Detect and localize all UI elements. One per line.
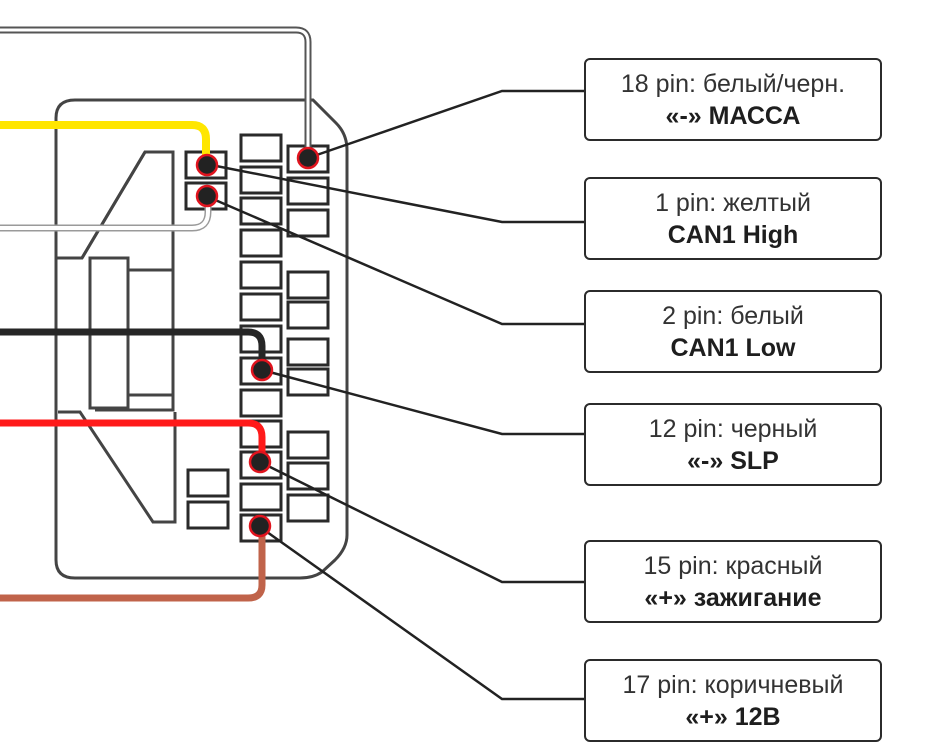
pin-1-dot [195,153,219,177]
label-pin-1: 1 pin: желтый CAN1 High [584,177,882,260]
pin-function-text: «-» МАССА [665,101,801,130]
label-pin-12: 12 pin: черный «-» SLP [584,403,882,486]
pin-function-text: CAN1 Low [670,333,796,362]
pin-color-text: 2 pin: белый [662,301,804,330]
pin-17-dot [248,514,272,538]
label-pin-18: 18 pin: белый/черн. «-» МАССА [584,58,882,141]
pin-function-text: CAN1 High [667,220,799,249]
pin-15-dot [248,450,272,474]
pin-function-text: «+» зажигание [644,583,822,612]
pin-dots [195,146,320,538]
leader-pin-15 [259,460,584,584]
leader-pin-1 [205,162,584,224]
leader-pin-18 [307,89,584,160]
pin-12-dot [250,358,274,382]
label-pin-2: 2 pin: белый CAN1 Low [584,290,882,373]
wire-black [0,328,266,374]
pin-color-text: 15 pin: красный [643,551,823,580]
leader-pin-17 [259,525,584,701]
pin-color-text: 17 pin: коричневый [622,670,844,699]
wire-red [0,419,266,466]
pin-color-text: 12 pin: черный [648,414,818,443]
pin-color-text: 1 pin: желтый [655,188,811,217]
leader-pin-12 [261,368,584,436]
pin-18-dot [296,146,320,170]
pin-color-text: 18 pin: белый/черн. [620,69,846,98]
pin-slots [184,133,330,543]
wire-yellow [0,121,210,168]
wire-brown [0,524,266,602]
leader-pin-2 [205,194,584,326]
leader-lines [205,89,584,701]
pin-2-dot [195,184,219,208]
pin-function-text: «-» SLP [687,446,779,475]
pin-function-text: «+» 12В [685,702,781,731]
label-pin-15: 15 pin: красный «+» зажигание [584,540,882,623]
label-pin-17: 17 pin: коричневый «+» 12В [584,659,882,742]
wires [0,26,312,602]
